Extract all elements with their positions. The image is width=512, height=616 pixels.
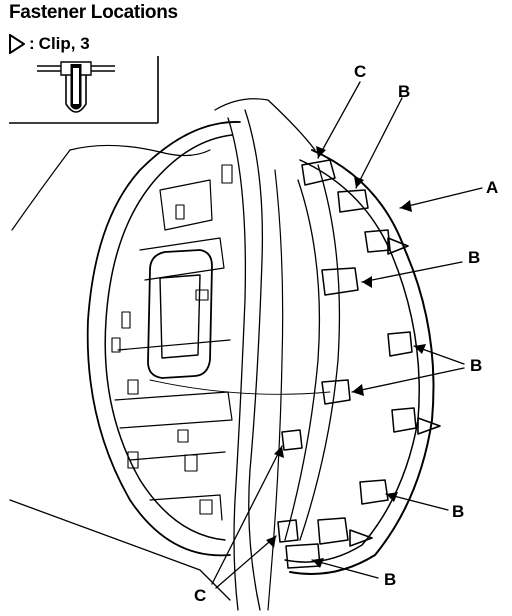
triangle-outline-icon <box>9 34 25 54</box>
callout-c-top: C <box>354 62 367 81</box>
callout-b-top: B <box>398 82 411 101</box>
clip-detail-inset <box>9 56 159 124</box>
legend: : Clip, 3 <box>9 34 90 54</box>
callout-b-middle: B <box>470 356 483 375</box>
callout-b-bottom: B <box>384 570 397 589</box>
callout-c-bottom: C <box>194 586 207 605</box>
diagram-title: Fastener Locations <box>9 2 178 23</box>
legend-text: Clip, 3 <box>38 34 90 53</box>
legend-colon: : <box>29 34 35 53</box>
callout-b-lower: B <box>452 502 465 521</box>
callout-a: A <box>486 178 499 197</box>
callout-b-upper: B <box>468 248 481 267</box>
